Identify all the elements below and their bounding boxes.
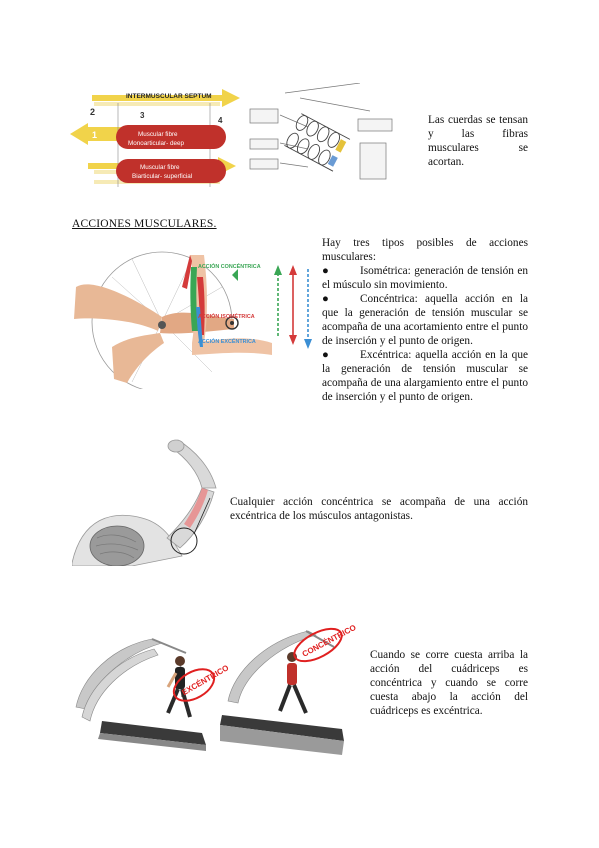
label-eccentric: ACCIÓN EXCÉNTRICA <box>198 337 256 345</box>
bullet-icon: ● <box>322 293 329 305</box>
label-concentric: ACCIÓN CONCÉNTRICA <box>198 262 261 270</box>
actions-list: ●Isométrica: generación de tensión en el… <box>322 264 528 404</box>
bullet-icon: ● <box>322 265 329 277</box>
treadmill-figure: EXCÉNTRICO CONCÉNTRICO <box>72 617 358 757</box>
label-isometric: ACCIÓN ISOMÉTRICA <box>198 312 255 320</box>
septum-label: INTERMUSCULAR SEPTUM <box>126 93 212 100</box>
fibre-deep-line1: Muscular fibre <box>138 131 178 138</box>
fibre-deep-line2: Monoarticular- deep <box>128 140 184 147</box>
actions-intro: Hay tres tipos posibles de acciones musc… <box>322 237 528 263</box>
elbow-action-diagram: ACCIÓN CONCÉNTRICA ACCIÓN ISOMÉTRICA ACC… <box>72 247 312 389</box>
num-4: 4 <box>218 116 223 125</box>
num-2: 2 <box>90 107 95 117</box>
muscle-fibre-diagram: INTERMUSCULAR SEPTUM Muscular fibre Mono… <box>70 83 408 195</box>
fibre-sup-line1: Muscular fibre <box>140 164 180 171</box>
fibre-sup-line2: Biarticular- superficial <box>132 173 192 180</box>
list-item: ●Excéntrica: aquella acción en la que la… <box>322 349 528 403</box>
num-1: 1 <box>92 130 97 140</box>
section-heading: ACCIONES MUSCULARES. <box>72 218 217 230</box>
list-item: ●Isométrica: generación de tensión en el… <box>322 265 528 291</box>
list-item: ●Concéntrica: aquella acción en la que l… <box>322 293 528 347</box>
num-3: 3 <box>140 111 145 120</box>
flexed-arm-figure <box>72 438 228 566</box>
fibre-caption: Las cuerdas se tensan y las fibras muscu… <box>428 114 528 168</box>
treadmill-caption: Cuando se corre cuesta arriba la acción … <box>370 649 528 717</box>
actions-text-block: Hay tres tipos posibles de acciones musc… <box>322 236 528 404</box>
bullet-icon: ● <box>322 349 329 361</box>
antagonist-caption: Cualquier acción concéntrica se acompaña… <box>230 496 528 522</box>
